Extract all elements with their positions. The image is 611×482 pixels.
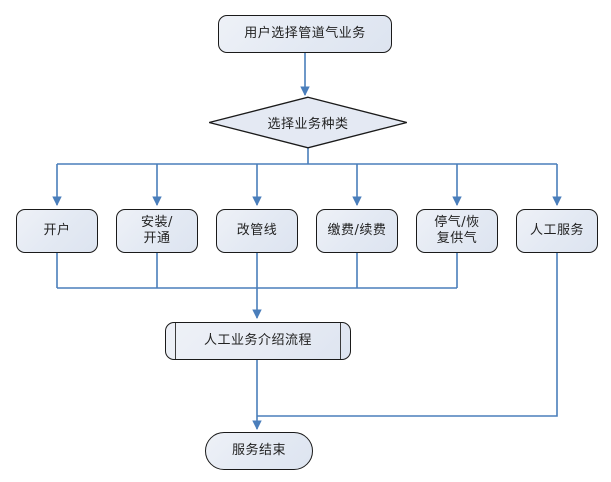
node-option-open-account[interactable]: 开户 (16, 209, 98, 253)
node-option-change-pipeline[interactable]: 改管线 (216, 209, 298, 253)
edge-option-6-to-end (257, 252, 558, 417)
decision-shape (209, 96, 407, 149)
node-option-2-label: 安装/ 开通 (141, 214, 173, 246)
node-option-payment-renewal[interactable]: 缴费/续费 (316, 209, 398, 253)
node-subprocess[interactable]: 人工业务介绍流程 (165, 322, 351, 360)
node-option-1-label: 开户 (43, 222, 71, 238)
node-end-label: 服务结束 (231, 442, 286, 458)
node-option-3-label: 改管线 (236, 222, 278, 238)
node-option-4-label: 缴费/续费 (327, 222, 387, 238)
node-option-manual-service[interactable]: 人工服务 (516, 209, 598, 253)
node-subprocess-label: 人工业务介绍流程 (203, 332, 312, 348)
node-end[interactable]: 服务结束 (205, 432, 313, 470)
node-start[interactable]: 用户选择管道气业务 (218, 15, 392, 53)
node-decision[interactable]: 选择业务种类 (208, 96, 408, 149)
node-option-stop-restore-gas[interactable]: 停气/恢 复供气 (416, 209, 498, 253)
node-decision-label: 选择业务种类 (267, 117, 349, 132)
node-option-5-label: 停气/恢 复供气 (434, 214, 480, 246)
node-start-label: 用户选择管道气业务 (244, 25, 366, 41)
node-option-install-activate[interactable]: 安装/ 开通 (116, 209, 198, 253)
node-option-6-label: 人工服务 (529, 222, 584, 238)
